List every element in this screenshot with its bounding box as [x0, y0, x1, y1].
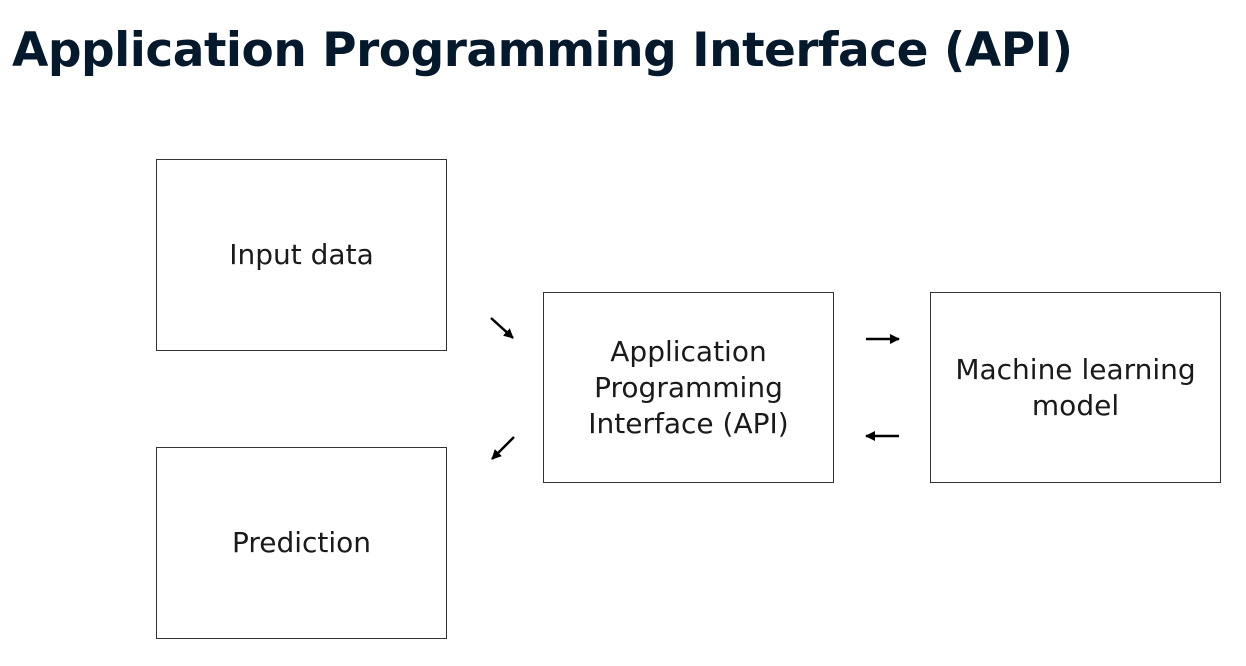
input-data-label: Input data	[229, 238, 374, 271]
api-label-line-2: Programming	[594, 370, 783, 404]
api-label-line-3: Interface (API)	[588, 406, 789, 440]
api-box: Application Programming Interface (API)	[543, 292, 834, 483]
prediction-label: Prediction	[231, 526, 372, 559]
api-label-line-1: Application	[610, 334, 767, 368]
slide-title: Application Programming Interface (API)	[12, 23, 1073, 78]
arrow-input-to-api	[490, 317, 514, 339]
ml-model-label-line-2: model	[1031, 388, 1120, 422]
ml-model-box: Machine learning model	[930, 292, 1221, 483]
prediction-box: Prediction	[156, 447, 447, 639]
arrow-api-to-prediction	[491, 436, 515, 460]
ml-model-label-line-1: Machine learning	[955, 352, 1196, 386]
input-data-box: Input data	[156, 159, 447, 351]
